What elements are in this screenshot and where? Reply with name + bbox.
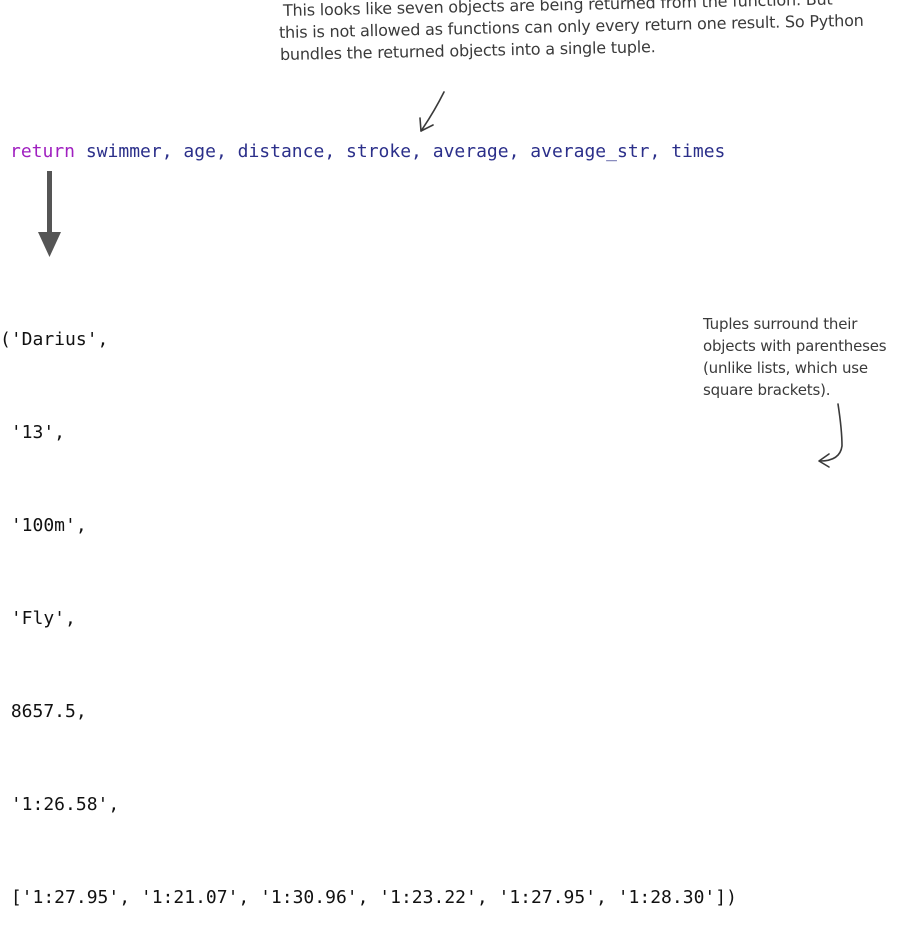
identifier-times: times <box>671 141 726 162</box>
identifier-average: average <box>432 141 509 162</box>
comma-separator: , <box>508 141 531 162</box>
return-keyword: return <box>10 141 76 162</box>
output-line: '13', <box>0 422 66 443</box>
result-down-arrow <box>38 171 61 257</box>
output-line: ('Darius', <box>0 329 109 350</box>
identifier-age: age <box>183 141 216 162</box>
top-annotation: This looks like seven objects are being … <box>279 0 864 66</box>
side-annotation-line-3: (unlike lists, which use <box>703 359 868 377</box>
side-annotation-line-1: Tuples surround their <box>703 315 858 333</box>
comma-separator: , <box>649 141 672 162</box>
output-line: '1:26.58', <box>0 794 120 815</box>
comma-separator: , <box>215 141 238 162</box>
tuple-output: ('Darius', '13', '100m', 'Fly', 8657.5, … <box>0 262 737 944</box>
output-line: 8657.5, <box>0 701 87 722</box>
output-line: 'Fly', <box>0 608 76 629</box>
side-annotation-line-2: objects with parentheses <box>703 337 887 355</box>
top-annotation-arrow <box>419 91 445 132</box>
identifier-distance: distance <box>237 141 325 162</box>
return-statement: return swimmer, age, distance, stroke, a… <box>10 138 725 165</box>
side-annotation-line-4: square brackets). <box>703 381 831 399</box>
side-annotation-arrow <box>818 403 843 468</box>
comma-separator: , <box>411 141 433 162</box>
side-annotation: Tuples surround their objects with paren… <box>703 313 887 401</box>
identifier-swimmer: swimmer <box>85 141 162 162</box>
comma-separator: , <box>161 141 184 162</box>
output-line: ['1:27.95', '1:21.07', '1:30.96', '1:23.… <box>0 887 737 908</box>
output-line: '100m', <box>0 515 87 536</box>
comma-separator: , <box>324 141 347 162</box>
identifier-average-str: average_str <box>530 141 650 162</box>
identifier-stroke: stroke <box>346 141 412 162</box>
